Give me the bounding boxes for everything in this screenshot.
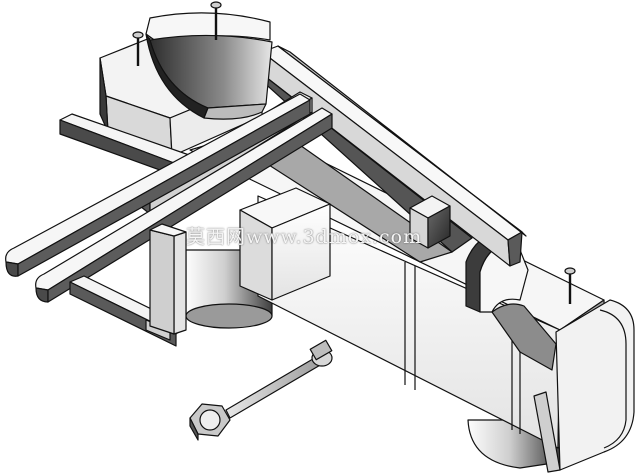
fork-arm-front-lower	[35, 107, 333, 303]
left-pin	[132, 31, 144, 66]
right-pin	[564, 267, 576, 304]
center-box-section	[239, 187, 331, 301]
fork-arm-front-upper	[5, 93, 311, 277]
hex-nut	[189, 403, 231, 441]
stop-block	[409, 195, 451, 249]
threaded-adjuster-rod	[225, 339, 333, 419]
support-bracket-frame	[69, 223, 187, 347]
semicircular-hopper	[145, 12, 273, 120]
top-pin	[210, 1, 222, 40]
site-watermark: 莫西网www.3dmox.com	[186, 226, 423, 248]
end-drive-housing	[533, 299, 635, 473]
